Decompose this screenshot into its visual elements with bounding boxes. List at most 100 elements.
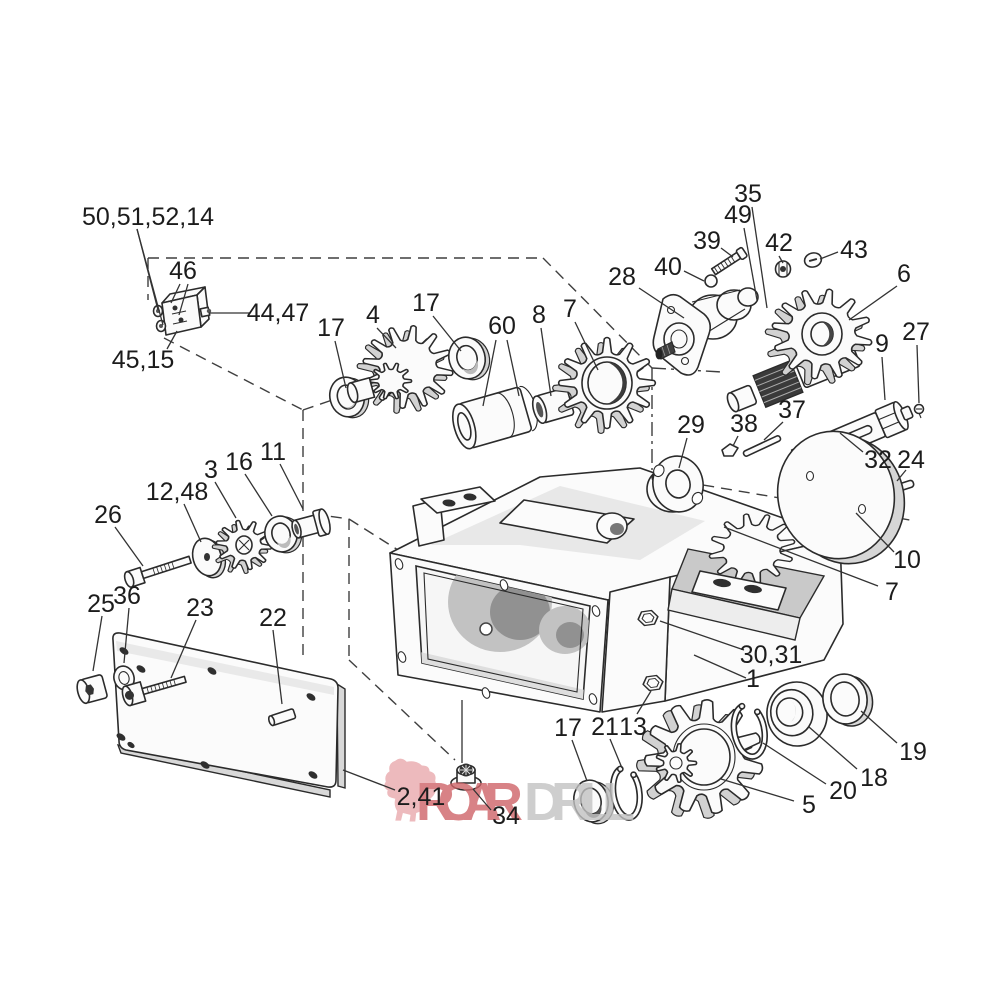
callout-label-13: 13 xyxy=(619,713,647,741)
gearbox-housing xyxy=(389,465,844,713)
callout-label-42: 42 xyxy=(765,229,793,257)
callout-label-23: 23 xyxy=(186,594,214,622)
callout-label-19: 19 xyxy=(899,738,927,766)
leader-line-34 xyxy=(472,788,492,811)
leader-line-30,31 xyxy=(659,620,745,651)
ring-29 xyxy=(652,455,704,513)
leader-line-32 xyxy=(839,432,864,453)
callout-label-27: 27 xyxy=(902,318,930,346)
callout-label-49: 49 xyxy=(724,201,752,229)
leader-line-46 xyxy=(178,283,189,316)
callout-label-43: 43 xyxy=(840,236,868,264)
bushing-11 xyxy=(291,508,331,539)
bearing-17-right xyxy=(447,336,491,381)
leader-line-6 xyxy=(848,285,898,321)
spacer-8 xyxy=(531,387,575,425)
bearing-16 xyxy=(264,515,303,554)
leader-line-35 xyxy=(751,206,768,309)
callout-label-10: 10 xyxy=(893,546,921,574)
leader-line-5 xyxy=(720,778,795,802)
hex-plug-13 xyxy=(642,674,664,692)
screw-27 xyxy=(913,403,925,419)
hex-bolt-30-31 xyxy=(637,609,659,627)
leader-line-50,51,52,14 xyxy=(136,228,164,326)
callout-label-7: 7 xyxy=(563,295,577,323)
leader-line-27 xyxy=(916,344,920,404)
retaining-ring-21 xyxy=(609,765,643,821)
callout-label-36: 36 xyxy=(113,582,141,610)
leader-line-37 xyxy=(763,421,784,441)
leader-line-17 xyxy=(432,315,462,352)
leader-line-60 xyxy=(482,339,497,407)
leader-line-25 xyxy=(92,615,103,672)
callout-label-37: 37 xyxy=(778,396,806,424)
sprocket-7-right xyxy=(708,513,796,585)
leader-line-23 xyxy=(170,619,197,679)
leader-line-8 xyxy=(540,327,552,397)
leader-line-22 xyxy=(272,629,283,705)
housing-bolt-holes xyxy=(394,558,601,705)
port-fitting-right xyxy=(199,306,212,318)
fitting-42 xyxy=(774,260,792,278)
leader-line-16 xyxy=(244,473,273,517)
callout-label-6: 6 xyxy=(897,260,911,288)
leader-line-29 xyxy=(678,437,688,469)
watermark-drill: DRILL xyxy=(524,772,636,832)
leader-line-28 xyxy=(638,287,685,319)
callout-label-28: 28 xyxy=(608,263,636,291)
callout-label-3: 3 xyxy=(204,456,218,484)
callout-label-30,31: 30,31 xyxy=(740,641,803,669)
valve-block xyxy=(152,286,212,336)
slotted-bracket xyxy=(691,570,787,611)
leader-line-43 xyxy=(819,251,839,260)
callout-label-17: 17 xyxy=(554,714,582,742)
sprocket-7-left xyxy=(552,336,657,435)
locknut-34 xyxy=(450,763,482,791)
callout-label-46: 46 xyxy=(169,257,197,285)
callout-label-8: 8 xyxy=(532,301,546,329)
callout-label-44,47: 44,47 xyxy=(247,299,310,327)
plate-holes xyxy=(116,647,318,779)
pin-38 xyxy=(721,443,739,457)
bushing-60 xyxy=(452,385,538,450)
callout-label-25: 25 xyxy=(87,590,115,618)
callout-label-29: 29 xyxy=(677,411,705,439)
callout-label-22: 22 xyxy=(259,604,287,632)
bolt-26 xyxy=(123,555,192,588)
leader-line-13 xyxy=(636,690,652,715)
watermark-lion xyxy=(384,758,437,822)
callout-label-60: 60 xyxy=(488,312,516,340)
watermark: ROAR DRILL xyxy=(384,758,636,832)
plug-43 xyxy=(803,252,823,268)
leader-line-12,48 xyxy=(183,503,202,543)
leader-line-18 xyxy=(808,726,858,770)
callout-label-39: 39 xyxy=(693,227,721,255)
pump-assembly-28 xyxy=(652,287,759,376)
leader-line-1 xyxy=(693,654,747,679)
leader-line-21 xyxy=(609,738,623,769)
leader-line-17 xyxy=(334,340,347,389)
housing-top-bracket xyxy=(412,486,496,547)
callout-label-7: 7 xyxy=(885,578,899,606)
sprocket-3 xyxy=(211,519,273,575)
cover-plate-2-41 xyxy=(112,632,346,798)
callout-label-17: 17 xyxy=(317,314,345,342)
callout-label-16: 16 xyxy=(225,448,253,476)
bolt-39 xyxy=(710,246,748,276)
leader-line-3 xyxy=(214,481,237,519)
dowel-pin-22 xyxy=(267,708,297,727)
screw-23 xyxy=(121,675,187,707)
ball-40 xyxy=(704,274,718,288)
leader-line-4 xyxy=(376,327,397,349)
callout-label-18: 18 xyxy=(860,764,888,792)
callout-label-5: 5 xyxy=(802,791,816,819)
callout-label-24: 24 xyxy=(897,446,925,474)
leader-line-17 xyxy=(571,739,588,782)
leader-line-10 xyxy=(855,512,895,553)
leader-line-49 xyxy=(743,227,758,301)
sprocket-6 xyxy=(764,288,873,386)
callout-label-20: 20 xyxy=(829,777,857,805)
leader-line-2,41 xyxy=(342,769,396,791)
